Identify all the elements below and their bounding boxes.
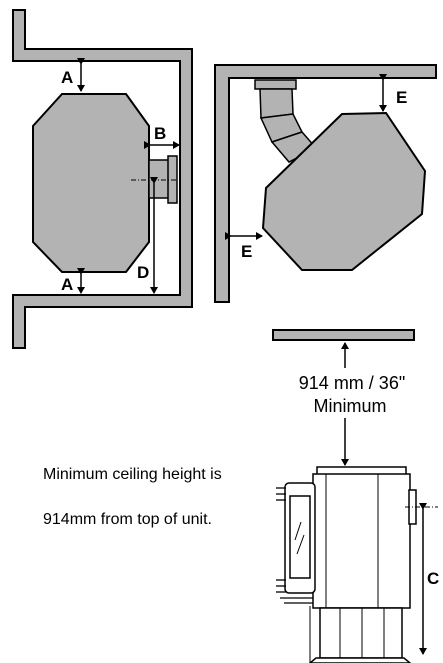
label-a-top: A	[61, 68, 73, 87]
label-c: C	[427, 569, 439, 588]
label-e-top: E	[396, 88, 407, 107]
right-wall-bracket	[214, 64, 437, 303]
door-glass-glare-1	[294, 521, 302, 541]
ceiling-clearance-value: 914 mm / 36"	[299, 373, 405, 393]
label-b: B	[154, 124, 166, 143]
pipe-collar	[254, 79, 297, 90]
stove-side-view	[276, 466, 438, 663]
right-stove-body	[261, 111, 427, 271]
flue-connector	[148, 159, 170, 199]
stove-main-body	[312, 473, 411, 609]
stove-base-flare	[308, 657, 412, 663]
door-glass	[289, 495, 311, 579]
pipe-segment-1	[259, 88, 294, 119]
door-fins	[276, 487, 313, 604]
ceiling-clearance-qualifier: Minimum	[313, 396, 386, 416]
label-a-bottom: A	[61, 275, 73, 294]
door-glass-glare-2	[296, 534, 305, 555]
right-plan-view: E E	[214, 64, 437, 303]
left-stove-body	[32, 93, 150, 273]
left-plan-view: A A B D	[12, 9, 193, 349]
left-wall-bracket	[12, 9, 193, 349]
label-e-left: E	[241, 242, 252, 261]
stove-pedestal	[319, 607, 403, 659]
side-elevation: 914 mm / 36" Minimum Minimum ceiling hei…	[43, 329, 439, 663]
ceiling-bar	[272, 329, 415, 341]
ceiling-description-line2: 914mm from top of unit.	[43, 511, 212, 528]
ceiling-description-line1: Minimum ceiling height is	[43, 466, 222, 483]
label-d: D	[137, 263, 149, 282]
